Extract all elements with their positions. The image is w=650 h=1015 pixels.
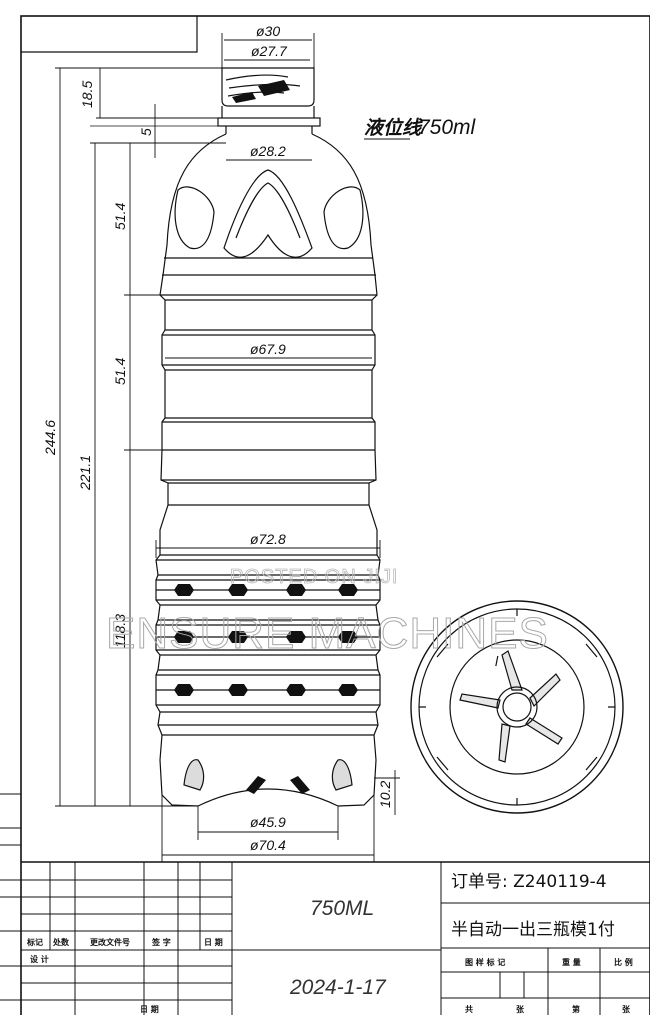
dim-neck-thread: ø27.7 bbox=[251, 43, 288, 59]
dim-base-height: 10.2 bbox=[377, 781, 393, 808]
hdr-signature: 签 字 bbox=[151, 937, 171, 947]
hdr-change-doc: 更改文件号 bbox=[90, 937, 130, 947]
weight-label: 重 量 bbox=[562, 957, 581, 967]
dim-total-height: 244.6 bbox=[42, 420, 58, 456]
no-label: 第 bbox=[572, 1004, 580, 1014]
dim-grip-dia: ø72.8 bbox=[250, 531, 286, 547]
stage-mark-label: 图 样 标 记 bbox=[465, 957, 505, 967]
dim-lower-height: 118.3 bbox=[112, 614, 128, 648]
hdr-mark: 标记 bbox=[26, 937, 43, 947]
hdr-date: 日 期 bbox=[204, 937, 223, 947]
dim-base-dia: ø70.4 bbox=[250, 837, 286, 853]
scale-label: 比 例 bbox=[614, 957, 633, 967]
base-mark-l: l bbox=[495, 653, 499, 669]
total-label: 共 bbox=[465, 1004, 473, 1014]
dim-fill-height: 221.1 bbox=[77, 455, 93, 491]
watermark-company: ENSURE MACHINES bbox=[106, 609, 549, 658]
dimension-lines bbox=[55, 33, 400, 862]
bottle-base-view: l bbox=[410, 600, 624, 814]
dim-finish-height: 18.5 bbox=[79, 81, 95, 108]
fill-line-volume: 750ml bbox=[418, 116, 477, 139]
dim-neck-ring: ø28.2 bbox=[250, 143, 286, 159]
sheet-label-1: 张 bbox=[516, 1005, 525, 1014]
fill-line-label: 液位线 bbox=[364, 117, 423, 139]
dim-collar-height: 5 bbox=[138, 128, 154, 136]
neck-finish bbox=[217, 67, 321, 134]
design-label: 设 计 bbox=[30, 954, 49, 964]
order-number: 订单号: Z240119-4 bbox=[451, 872, 607, 892]
drawing-date: 2024-1-17 bbox=[289, 976, 387, 999]
watermark-posted: POSTED ON JIJI bbox=[230, 566, 398, 588]
mold-description: 半自动一出三瓶模1付 bbox=[451, 920, 615, 940]
capacity-label: 750ML bbox=[310, 897, 374, 920]
corner-label-box bbox=[21, 16, 198, 53]
bottle-body bbox=[155, 133, 381, 807]
sheet-label-2: 张 bbox=[622, 1005, 631, 1014]
date-small-label: 日 期 bbox=[140, 1004, 159, 1014]
dim-foot-dia: ø45.9 bbox=[250, 814, 286, 830]
title-block bbox=[0, 793, 650, 1015]
dim-neck-outer: ø30 bbox=[256, 23, 280, 39]
dim-panel-height: 51.4 bbox=[112, 358, 128, 385]
dim-shoulder-height: 51.4 bbox=[112, 203, 128, 230]
hdr-count: 处数 bbox=[52, 937, 70, 947]
dim-panel-dia: ø67.9 bbox=[250, 341, 286, 357]
drawing-border bbox=[20, 15, 650, 1015]
